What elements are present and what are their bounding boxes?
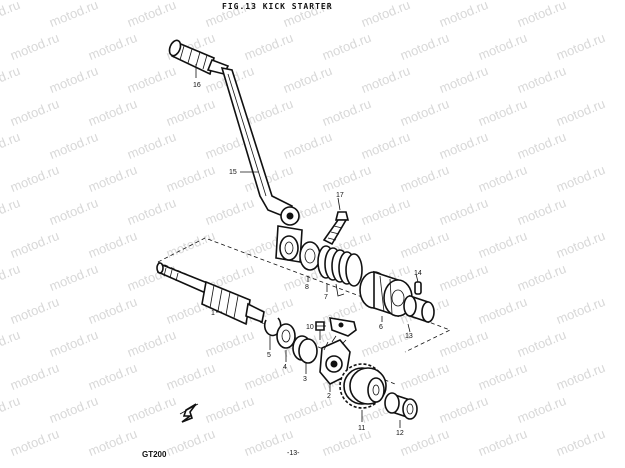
return-spring-part — [317, 245, 363, 297]
kick-rubber-part — [168, 39, 230, 76]
callout-17: 17 — [336, 192, 344, 199]
idle-gear-part — [339, 363, 387, 409]
circlip-part — [263, 317, 282, 337]
callout-4: 4 — [283, 364, 287, 371]
callout-7: 7 — [324, 294, 328, 301]
lever-bolt-part — [322, 211, 350, 246]
model-label: GT200 — [142, 450, 167, 459]
kick-starter-lever-part — [220, 66, 303, 263]
ratchet-part — [319, 335, 351, 385]
callout-16: 16 — [193, 82, 201, 89]
callout-14: 14 — [414, 270, 422, 277]
callout-leader-lines — [195, 64, 419, 428]
page-number: -13- — [287, 450, 300, 457]
callout-2: 2 — [327, 393, 331, 400]
callout-6: 6 — [379, 324, 383, 331]
spring-guide-part — [359, 270, 413, 318]
callout-3: 3 — [303, 376, 307, 383]
guide-plate-part — [315, 317, 357, 340]
callout-12: 12 — [396, 430, 404, 437]
callout-11: 11 — [358, 425, 365, 432]
stopper-part — [403, 294, 435, 324]
callout-8: 8 — [305, 284, 309, 291]
callout-10: 10 — [306, 324, 314, 331]
diagram-title: FIG.13 KICK STARTER — [222, 2, 333, 11]
washer-part — [276, 323, 296, 349]
stopper-pin-part — [414, 281, 422, 295]
kick-starter-shaft-part — [156, 262, 265, 326]
callout-1: 1 — [211, 310, 215, 317]
callout-15: 15 — [229, 169, 237, 176]
bushing-part — [384, 392, 418, 420]
pawl-spring-part — [292, 335, 318, 364]
callout-13: 13 — [405, 333, 413, 340]
front-arrow-icon — [179, 403, 199, 423]
callout-labels: 16 15 17 8 7 6 14 13 10 1 5 4 3 2 11 12 — [193, 82, 422, 437]
callout-5: 5 — [267, 352, 271, 359]
thrust-washer-part — [299, 241, 321, 271]
